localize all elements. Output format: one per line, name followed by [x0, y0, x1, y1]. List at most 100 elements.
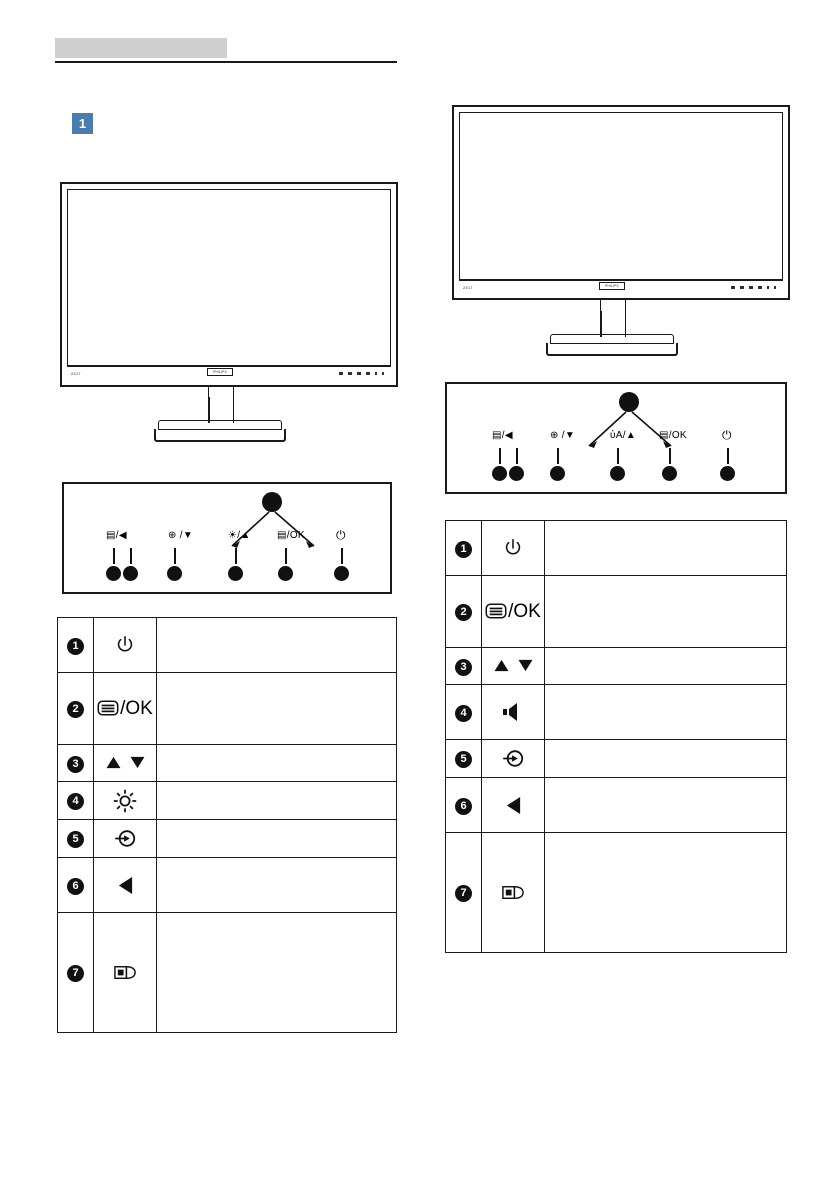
- button-stem: [130, 548, 132, 564]
- control-panel-diagram-left: ▤/◀ ⊕ /▼ ☀/▲ ▤/OK ⏻: [62, 482, 392, 594]
- table-row: 2 /OK: [445, 575, 787, 648]
- panel-button-brightness[interactable]: [228, 566, 243, 581]
- button-stem: [174, 548, 176, 564]
- table-row: 5: [445, 739, 787, 778]
- monitor-neck: [208, 387, 234, 423]
- button-stem: [727, 448, 729, 464]
- button-label-menu-ok: ▤/OK: [277, 530, 305, 541]
- row-icon-cell: [481, 647, 545, 685]
- row-icon-cell: [481, 684, 545, 740]
- monitor-model-label: 2417: [71, 371, 81, 376]
- panel-button-input[interactable]: [167, 566, 182, 581]
- down-arrow-icon: [518, 657, 533, 675]
- table-row: 1: [57, 617, 397, 673]
- smartimage-icon: [94, 962, 156, 984]
- table-row: 6: [445, 777, 787, 833]
- table-row: 4: [57, 781, 397, 820]
- row-icon-cell: [481, 777, 545, 833]
- row-number-cell: 7: [445, 832, 482, 953]
- panel-button-smartimage[interactable]: [492, 466, 507, 481]
- table-row: 5: [57, 819, 397, 858]
- monitor-base-riser: [550, 334, 674, 344]
- row-description-cell: [544, 777, 787, 833]
- row-icon-cell: [93, 912, 157, 1033]
- button-label-power: ⏻: [722, 428, 732, 442]
- monitor-body: 2417 PHILIPS: [60, 182, 398, 387]
- table-row: 1: [445, 520, 787, 576]
- button-label-brightness-up: ☀/▲: [228, 530, 251, 541]
- brightness-icon: [94, 789, 156, 813]
- row-icon-cell: [481, 832, 545, 953]
- button-stem: [113, 548, 115, 564]
- menu-ok-text: /OK: [508, 600, 541, 622]
- monitor-base-riser: [158, 420, 282, 430]
- panel-button-power[interactable]: [334, 566, 349, 581]
- menu-ok-text: /OK: [120, 697, 153, 719]
- row-description-cell: [156, 617, 397, 673]
- panel-button-back[interactable]: [509, 466, 524, 481]
- bezel-key: [366, 372, 370, 375]
- panel-button-volume[interactable]: [610, 466, 625, 481]
- monitor-screen: [459, 112, 783, 280]
- bezel-key: [740, 286, 744, 289]
- panel-button-power[interactable]: [720, 466, 735, 481]
- row-icon-cell: /OK: [93, 672, 157, 745]
- table-row: 7: [57, 912, 397, 1033]
- power-icon: [94, 634, 156, 656]
- bezel-key: [774, 286, 776, 289]
- panel-button-smartimage[interactable]: [106, 566, 121, 581]
- row-number-cell: 5: [57, 819, 94, 858]
- input-source-icon: [94, 827, 156, 850]
- button-stem: [557, 448, 559, 464]
- row-number-cell: 7: [57, 912, 94, 1033]
- monitor-model-label: 2417: [463, 285, 473, 290]
- row-description-cell: [544, 575, 787, 648]
- row-number-cell: 5: [445, 739, 482, 778]
- row-icon-cell: [93, 781, 157, 820]
- monitor-brand-logo: PHILIPS: [599, 282, 625, 290]
- bezel-key: [749, 286, 753, 289]
- row-icon-cell: [93, 857, 157, 913]
- button-label-volume-up: ὐA/▲: [610, 430, 637, 441]
- row-description-cell: [544, 832, 787, 953]
- button-label-input-down: ⊕ /▼: [550, 430, 576, 441]
- button-stem: [341, 548, 343, 564]
- button-stem: [285, 548, 287, 564]
- callout-marker: [262, 492, 282, 512]
- row-description-cell: [544, 684, 787, 740]
- monitor-screen: [67, 189, 391, 366]
- row-number-cell: 2: [57, 672, 94, 745]
- table-row: 3: [57, 744, 397, 782]
- header-banner: [55, 38, 227, 58]
- button-label-menu-ok: ▤/OK: [659, 430, 687, 441]
- row-number-cell: 6: [57, 857, 94, 913]
- callout-marker: [619, 392, 639, 412]
- button-label-smartimage-back: ▤/◀: [106, 530, 127, 541]
- monitor-illustration-left: 2417 PHILIPS: [60, 182, 398, 447]
- row-description-cell: [156, 781, 397, 820]
- panel-button-input[interactable]: [550, 466, 565, 481]
- monitor-brand-logo: PHILIPS: [207, 368, 233, 376]
- monitor-bezel-divider: [67, 366, 391, 367]
- monitor-illustration-right: 2417 PHILIPS: [452, 105, 790, 363]
- row-icon-cell: [93, 819, 157, 858]
- back-arrow-icon: [482, 796, 544, 815]
- table-row: 3: [445, 647, 787, 685]
- button-stem: [516, 448, 518, 464]
- panel-button-menu[interactable]: [662, 466, 677, 481]
- row-description-cell: [156, 912, 397, 1033]
- menu-icon: [485, 601, 507, 623]
- bezel-key: [758, 286, 762, 289]
- legend-table-right: 1 2: [445, 520, 787, 953]
- row-description-cell: [156, 857, 397, 913]
- row-number-cell: 4: [57, 781, 94, 820]
- row-icon-cell: [481, 739, 545, 778]
- panel-button-menu[interactable]: [278, 566, 293, 581]
- button-stem: [499, 448, 501, 464]
- monitor-body: 2417 PHILIPS: [452, 105, 790, 300]
- monitor-bezel-keys: [339, 372, 384, 375]
- smartimage-icon: [482, 882, 544, 904]
- left-column: 2417 PHILIPS: [57, 182, 398, 1033]
- panel-button-back[interactable]: [123, 566, 138, 581]
- callout-leader-lines: [231, 511, 315, 548]
